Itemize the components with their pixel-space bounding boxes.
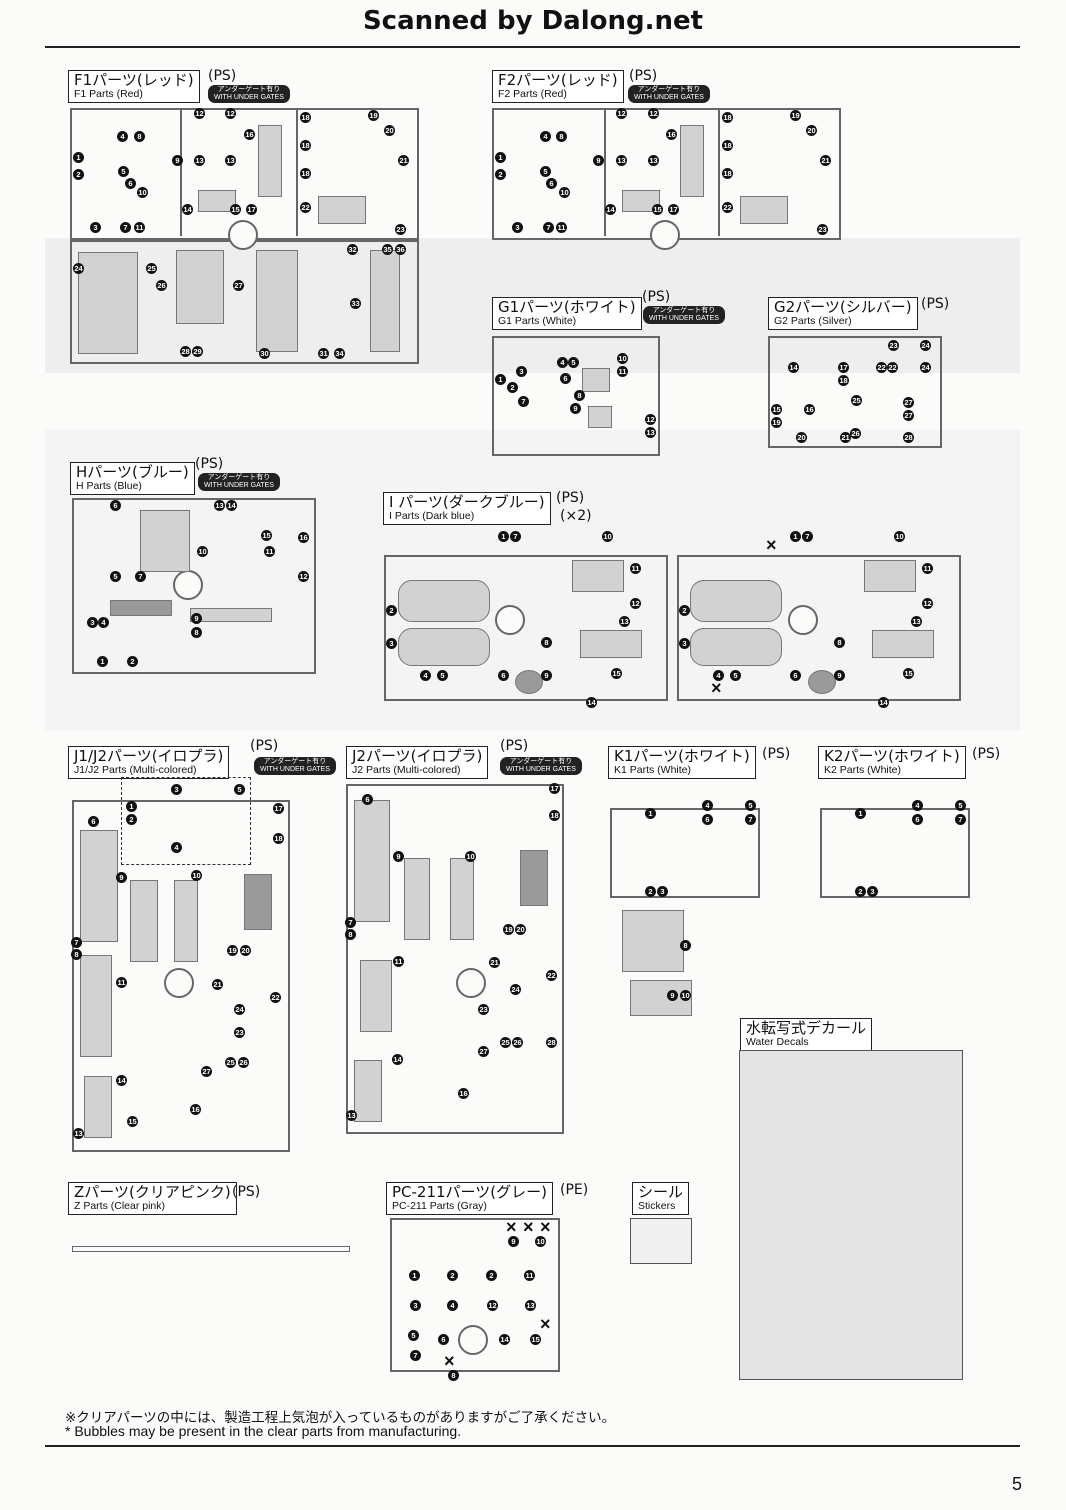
k1-material: (PS) <box>762 746 791 762</box>
scan-watermark: Scanned by Dalong.net <box>362 6 704 36</box>
clear-parts-note-en: * Bubbles may be present in the clear pa… <box>65 1423 462 1439</box>
k2-parts-label: K2パーツ(ホワイト)K2 Parts (White) <box>818 746 966 780</box>
f1-material: (PS) <box>208 68 237 84</box>
sticker-sheet <box>630 1218 692 1264</box>
h-parts-label: Hパーツ(ブルー)H Parts (Blue) <box>70 462 195 496</box>
pc211-parts-label: PC-211パーツ(グレー)PC-211 Parts (Gray) <box>386 1182 553 1216</box>
j2-parts-label: J2パーツ(イロプラ)J2 Parts (Multi-colored) <box>346 746 489 780</box>
water-decal-sheet <box>739 1050 963 1380</box>
i-quantity: (×2) <box>560 508 592 524</box>
h-material: (PS) <box>195 456 224 472</box>
j1-material: (PS) <box>250 738 279 754</box>
j2-material: (PS) <box>500 738 529 754</box>
f1-parts-label: F1パーツ(レッド)F1 Parts (Red) <box>68 70 200 104</box>
bottom-rule <box>45 1445 1020 1447</box>
j1-parts-label: J1/J2パーツ(イロプラ)J1/J2 Parts (Multi-colored… <box>68 746 230 780</box>
k1-parts-label: K1パーツ(ホワイト)K1 Parts (White) <box>608 746 756 780</box>
f2-parts-label: F2パーツ(レッド)F2 Parts (Red) <box>492 70 624 104</box>
g1-parts-label: G1パーツ(ホワイト)G1 Parts (White) <box>492 297 642 331</box>
i-material: (PS) <box>556 490 585 506</box>
page-number: 5 <box>1012 1474 1023 1494</box>
i-parts-label: I パーツ(ダークブルー)I Parts (Dark blue) <box>383 492 551 526</box>
clear-parts-note-jp: ※クリアパーツの中には、製造工程上気泡が入っているものがありますがご了承ください… <box>65 1410 616 1426</box>
f2-material: (PS) <box>629 68 658 84</box>
top-rule <box>45 46 1020 48</box>
pc211-material: (PE) <box>560 1182 589 1198</box>
g2-material: (PS) <box>921 296 950 312</box>
g1-material: (PS) <box>642 289 671 305</box>
g2-parts-label: G2パーツ(シルバー)G2 Parts (Silver) <box>768 297 918 331</box>
k2-material: (PS) <box>972 746 1001 762</box>
z-parts-label: Zパーツ(クリアピンク)Z Parts (Clear pink) <box>68 1182 237 1216</box>
z-material: (PS) <box>232 1184 261 1200</box>
